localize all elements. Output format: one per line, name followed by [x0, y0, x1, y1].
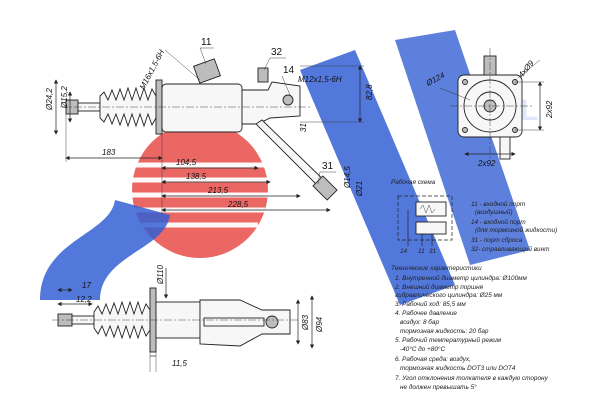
dim-d21: Ø21 [355, 181, 364, 197]
leader-32 [263, 57, 271, 71]
dim-82-8: 82,8 [365, 84, 374, 100]
callout-32: 32 [271, 47, 283, 58]
dim-31: 31 [299, 123, 308, 132]
watermark-letter-l [395, 30, 530, 265]
dim-m12: M12x1,5-6H [298, 75, 342, 84]
legend-line-5: 31 - порт сброса [471, 236, 523, 244]
scheme-port-11: 11 [418, 248, 425, 255]
leader-31 [317, 171, 321, 185]
spec-line-10: 6. Рабочая среда: воздух, [395, 355, 471, 363]
dim-d110: Ø110 [156, 264, 165, 285]
spec-line-9: -40°С до +80°С [400, 345, 445, 353]
spec-line-5: 4. Рабочее давление [395, 309, 457, 317]
spec-line-13: не должен превышать 5° [400, 383, 477, 391]
legend-line-4: (для тормозной жидкости) [475, 226, 557, 234]
dim-213-5: 213,5 [207, 186, 229, 195]
spec-line-12: 7. Угол отклонения толкателя в каждую ст… [395, 374, 549, 382]
air-inlet-port [193, 58, 221, 84]
callout-31: 31 [322, 161, 334, 172]
spec-line-8: 5. Рабочий температурный режим [395, 336, 502, 344]
dim-2x92-vertical: 2x92 [545, 100, 554, 119]
dim-183: 183 [102, 148, 116, 157]
scheme-title: Рабочая схема [391, 178, 436, 186]
watermark-letter-r [300, 50, 455, 305]
scheme-air-chamber [415, 201, 447, 217]
leader-m16 [164, 49, 201, 81]
end-view-exhaust [499, 136, 511, 160]
b-port [265, 315, 279, 329]
hydraulic-port [282, 94, 294, 106]
scheme-port-31: 31 [429, 248, 437, 255]
bolt-hole-1 [462, 79, 468, 85]
spec-line-11: тормозная жидкость DOT3 или DOT4 [400, 364, 516, 372]
specs-title: Технические характеристики [391, 265, 482, 272]
spec-line-3: гидравлического цилиндра: Ø25 мм [395, 291, 503, 299]
dim-17: 17 [82, 281, 91, 290]
air-cylinder-body [161, 83, 243, 133]
dim-12-2: 12,2 [76, 295, 92, 304]
scheme-spring [419, 204, 436, 214]
scheme-frame [397, 195, 453, 241]
legend-line-2: (воздушный) [475, 208, 513, 216]
dim-d94: Ø94 [315, 316, 324, 333]
leader-14 [281, 75, 291, 96]
hydraulic-head [241, 81, 301, 125]
dim-d14-5: Ø14,5 [343, 166, 352, 189]
dim-d83: Ø83 [301, 314, 310, 331]
dim-d15: Ø15,2 [60, 86, 69, 109]
dim-d24: Ø24,2 [45, 88, 54, 111]
exhaust-port-cap [312, 175, 338, 201]
working-scheme: Рабочая схема 14 11 31 [391, 178, 453, 255]
bolt-hole-3 [462, 127, 468, 133]
scheme-port-14: 14 [400, 248, 408, 255]
spec-line-7: тормозная жидкость: 20 бар [400, 327, 489, 335]
dim-4x9: 4xØ9 [517, 58, 537, 79]
side-view-bottom: 17 12,2 Ø110 Ø83 Ø94 11,5 [52, 264, 324, 372]
spec-line-6: воздух: 8 бар [400, 318, 439, 326]
leader-d124 [439, 87, 471, 101]
spec-line-1: 1. Внутренний диаметр цилиндра: Ø100мм [395, 274, 528, 282]
callout-11: 11 [201, 37, 212, 48]
callout-14: 14 [283, 65, 295, 76]
dim-11-5: 11,5 [172, 359, 188, 368]
dim-228-5: 228,5 [227, 200, 249, 209]
scheme-hydraulic-chamber [415, 221, 447, 235]
legend-line-1: 11 - входной порт [471, 200, 526, 208]
spec-line-2: 2. Внешний диаметр поршня [394, 283, 484, 291]
legend-line-6: 32- стравливающий винт [471, 245, 550, 253]
technical-specs: Технические характеристики 1. Внутренний… [391, 265, 549, 391]
leader-11 [199, 47, 207, 65]
dim-2x92-horizontal: 2x92 [477, 159, 496, 168]
legend-line-3: 14 - входной порт [471, 218, 526, 226]
bleed-screw [257, 67, 269, 83]
dim-104-5: 104,5 [176, 158, 197, 167]
dim-138-5: 138,5 [186, 172, 207, 181]
port-legend: 11 - входной порт (воздушный) 14 - входн… [471, 200, 557, 253]
end-view: Ø124 4xØ9 2x92 2x92 [424, 48, 554, 168]
b-piston-rod [203, 317, 265, 327]
watermark-letter-s [40, 200, 170, 300]
leader-4x9 [517, 59, 541, 79]
side-view-top: 11 32 14 31 Ø24,2 Ø15,2 M16x1,5-6H M12x1… [45, 37, 374, 214]
spec-line-4: 3. Рабочий ход: 85,5 мм [395, 300, 466, 308]
